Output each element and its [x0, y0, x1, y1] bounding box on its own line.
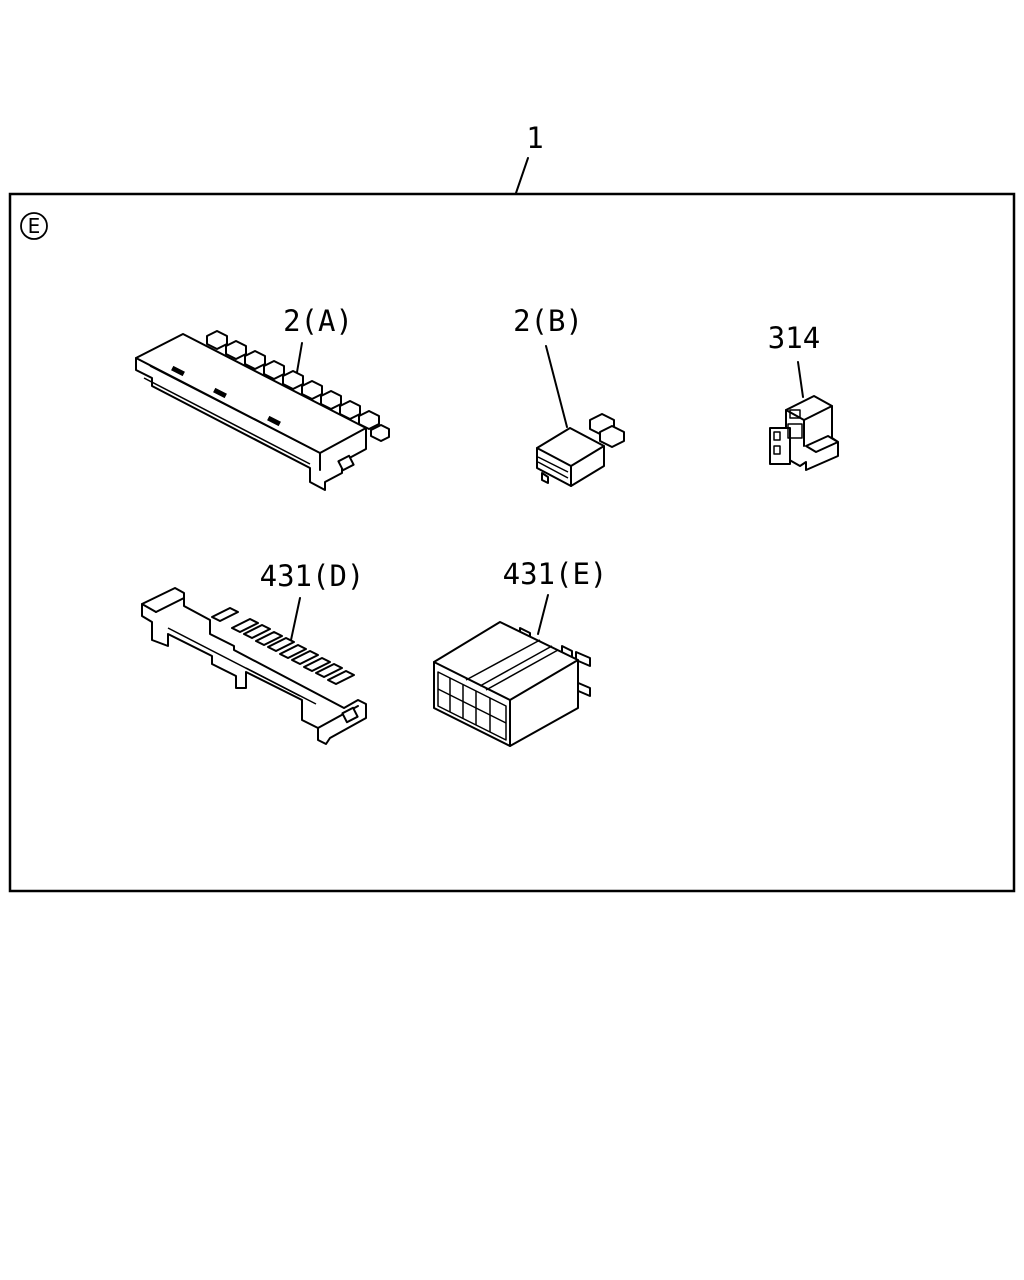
part-label-431e: 431(E)	[503, 557, 608, 591]
leader-line-431d	[290, 597, 301, 641]
part-2a: 2(A)	[135, 304, 390, 491]
part-314: 314	[768, 321, 839, 471]
assembly-label: 1	[526, 121, 543, 155]
relay-body-2b	[536, 427, 605, 487]
part-label-2b: 2(B)	[513, 304, 583, 338]
terminal-tabs-2a	[206, 330, 390, 442]
pin-grid-431e	[437, 671, 507, 741]
variant-mark: E	[20, 212, 48, 240]
part-431e: 431(E)	[433, 557, 608, 747]
leader-line-2b	[545, 345, 568, 428]
leader-line-314	[797, 361, 804, 398]
leader-line-431e	[537, 594, 549, 635]
part-label-431d: 431(D)	[260, 559, 365, 593]
connector-body-2a	[135, 333, 367, 491]
assembly-leader-line	[515, 157, 529, 194]
terminal-tabs-431d	[211, 607, 355, 685]
blade-icon	[599, 425, 625, 448]
part-2b: 2(B)	[513, 304, 625, 487]
part-label-2a: 2(A)	[283, 304, 353, 338]
part-label-314: 314	[768, 321, 820, 355]
variant-circle-icon	[20, 212, 48, 240]
connector-body-314	[785, 395, 839, 471]
variant-mark-text: E	[28, 214, 41, 238]
part-431d: 431(D)	[141, 559, 367, 745]
connector-body-431e	[433, 621, 579, 747]
diagram-frame	[8, 192, 1016, 893]
connector-body-431d	[141, 587, 367, 745]
